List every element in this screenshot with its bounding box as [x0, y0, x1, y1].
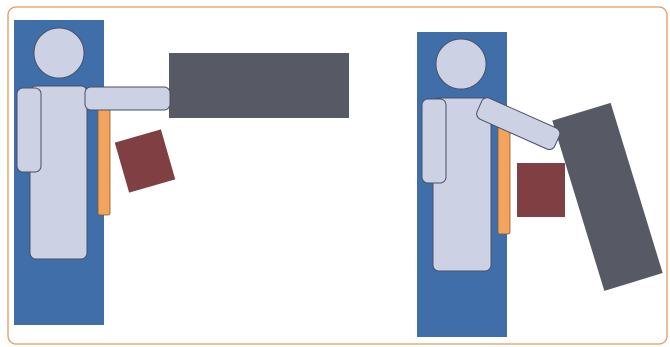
left-maroon-box	[115, 129, 175, 192]
right-orange-strap	[498, 118, 510, 234]
right-gray-slab	[552, 103, 662, 291]
left-orange-strap	[98, 108, 110, 215]
right-maroon-box	[517, 163, 565, 217]
left-gray-slab	[169, 53, 349, 118]
right-figure-back-arm	[422, 99, 446, 183]
scene-left	[14, 20, 349, 325]
left-figure-head	[34, 28, 84, 78]
left-figure-back-arm	[17, 88, 41, 172]
right-figure-head	[436, 39, 486, 89]
scene-right	[417, 32, 663, 337]
left-figure-extended-arm	[85, 87, 170, 110]
